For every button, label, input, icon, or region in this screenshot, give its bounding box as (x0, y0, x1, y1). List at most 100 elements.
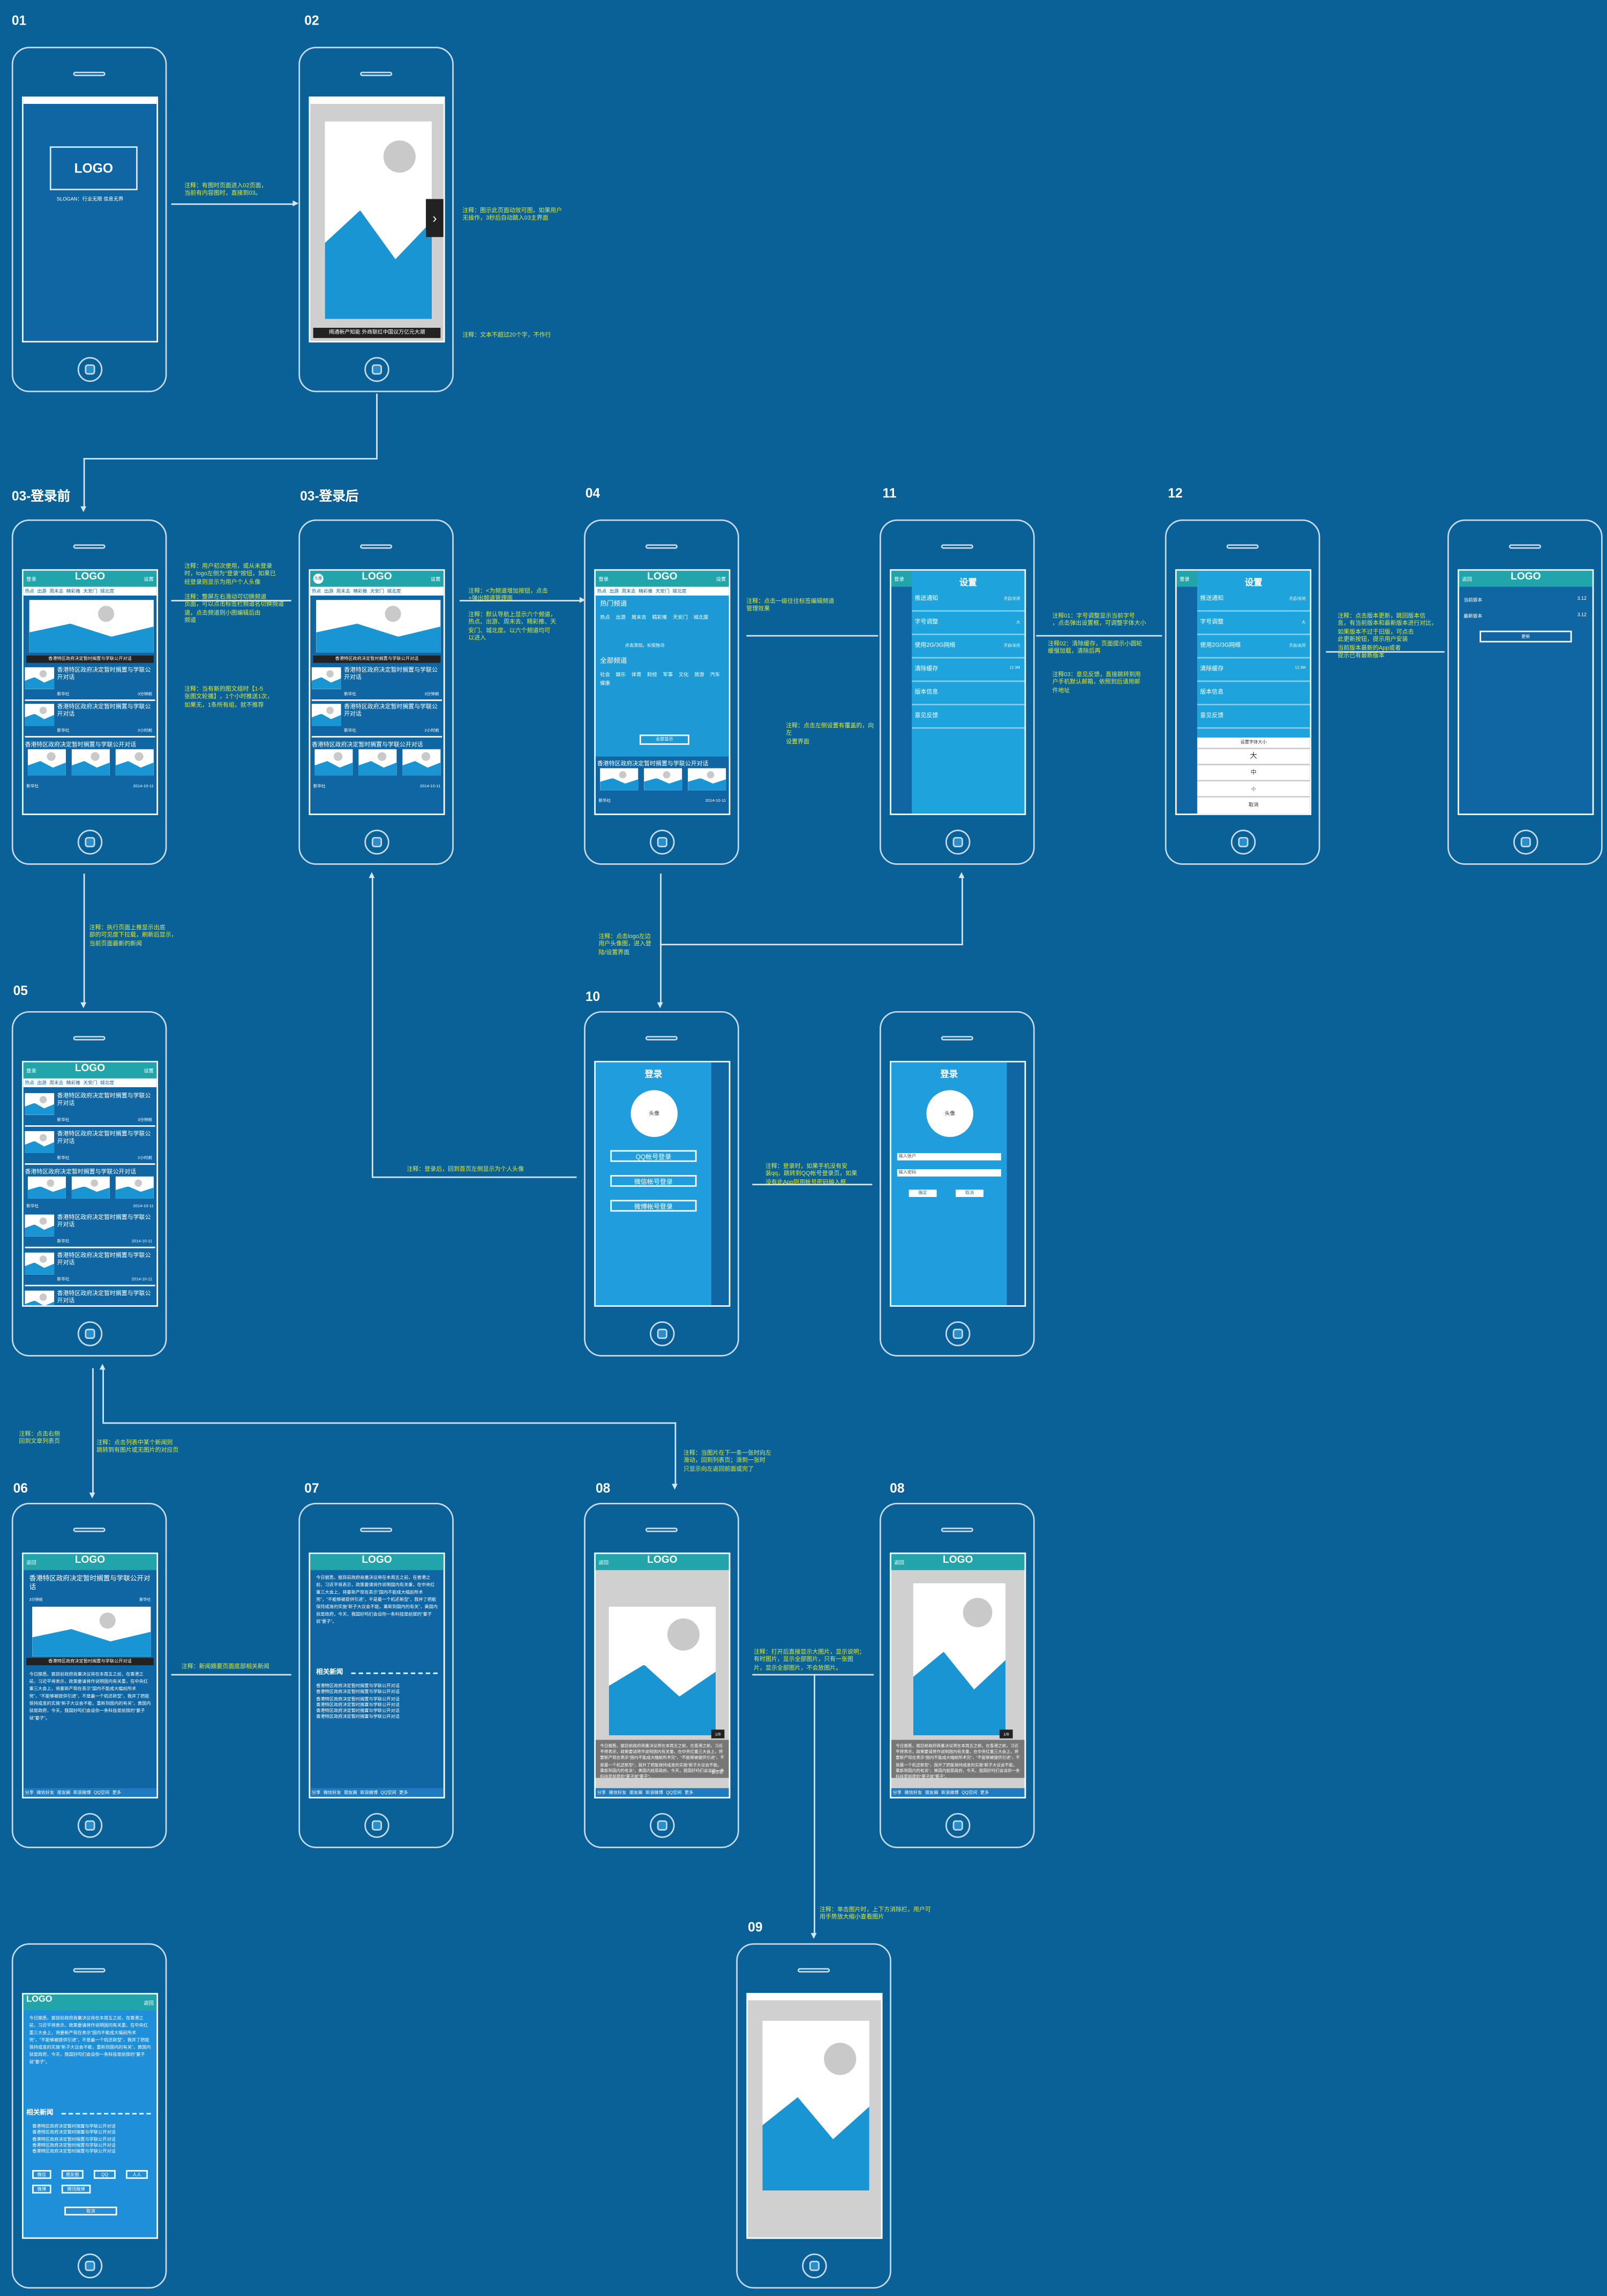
avatar[interactable]: 头像 (313, 574, 324, 584)
share-item[interactable]: QQ空间 (380, 1789, 396, 1796)
tab-channel[interactable]: 精彩推 (66, 1080, 80, 1086)
home-button[interactable] (77, 1321, 103, 1346)
share-qq-button[interactable]: QQ (93, 2170, 116, 2179)
tab-channel[interactable]: 出游 (37, 1080, 47, 1086)
share-item[interactable]: 分享 (25, 1789, 34, 1796)
share-item[interactable]: 微信好友 (36, 1789, 55, 1796)
tab-channel[interactable]: 出游 (324, 588, 334, 594)
home-button[interactable] (650, 1321, 675, 1346)
avatar[interactable]: 头像 (630, 1090, 678, 1137)
share-item[interactable]: 新浪微博 (941, 1789, 959, 1796)
channel-item[interactable]: 周末去 (631, 614, 647, 621)
share-item[interactable]: 更多 (112, 1789, 122, 1796)
related-item[interactable]: 香港特区政府决定暂时搁置与学联公开对话 (32, 2135, 116, 2142)
avatar[interactable]: 头像 (926, 1090, 973, 1137)
back-button[interactable]: 返回 (1462, 576, 1472, 583)
setting-feedback[interactable]: 意见反馈 (912, 705, 1025, 729)
gallery-image[interactable] (314, 749, 353, 776)
gallery-image[interactable] (115, 1176, 154, 1199)
login-link[interactable]: 登录 (894, 576, 904, 583)
tab-channel[interactable]: 出游 (37, 588, 47, 594)
channel-item[interactable]: 热点 (600, 614, 610, 621)
tab-channel[interactable]: 周末去 (49, 588, 64, 594)
share-item[interactable]: 更多 (399, 1789, 408, 1796)
gallery-image[interactable] (644, 768, 682, 791)
share-item[interactable]: QQ空间 (962, 1789, 978, 1796)
channel-item[interactable]: 天安门 (673, 614, 688, 621)
qq-login-button[interactable]: QQ帐号登录 (610, 1150, 697, 1162)
channel-item[interactable]: 体育 (631, 672, 642, 678)
gallery-image[interactable] (358, 749, 397, 776)
setting-version[interactable]: 版本信息 (912, 682, 1025, 705)
tab-channel[interactable]: 天安门 (370, 588, 385, 594)
share-item[interactable]: 朋友圈 (629, 1789, 643, 1796)
tab-channel[interactable]: 精彩推 (639, 588, 653, 594)
font-option-large[interactable]: 大 (1197, 749, 1310, 765)
news-row[interactable]: 香港特区政府决定暂时搁置与学联公开对话 (25, 1288, 155, 1306)
share-item[interactable]: 微信好友 (323, 1789, 341, 1796)
share-item[interactable]: 分享 (892, 1789, 902, 1796)
home-button[interactable] (1513, 830, 1538, 855)
channel-item[interactable]: 出游 (615, 614, 626, 621)
weibo-login-button[interactable]: 微博帐号登录 (610, 1200, 697, 1212)
tab-channel[interactable]: 周末去 (336, 588, 350, 594)
photo-image[interactable] (762, 2021, 869, 2191)
gallery-image[interactable] (600, 768, 639, 791)
home-button[interactable] (1230, 830, 1256, 855)
home-button[interactable] (945, 1813, 971, 1838)
share-item[interactable]: 新浪微博 (360, 1789, 378, 1796)
back-button[interactable]: 返回 (894, 1560, 904, 1566)
channel-item[interactable]: 健康 (600, 680, 610, 687)
banner-image[interactable] (316, 600, 441, 653)
photo-image[interactable] (609, 1606, 716, 1736)
share-wechat-button[interactable]: 微信 (32, 2170, 51, 2179)
back-button[interactable]: 返回 (144, 2000, 154, 2006)
share-item[interactable]: 新浪微博 (73, 1789, 91, 1796)
gallery-image[interactable] (71, 1176, 110, 1199)
tab-channel[interactable]: 天安门 (83, 588, 97, 594)
related-item[interactable]: 香港特区政府决定暂时搁置与学联公开对话 (316, 1695, 400, 1702)
tab-channel[interactable]: 出游 (609, 588, 619, 594)
related-item[interactable]: 香港特区政府决定暂时搁置与学联公开对话 (316, 1714, 400, 1720)
tab-channel[interactable]: 周末去 (621, 588, 636, 594)
login-link[interactable]: 登录 (26, 1068, 36, 1074)
channel-item[interactable]: 旅游 (694, 672, 704, 678)
channel-item[interactable]: 财经 (647, 672, 657, 678)
gallery-image[interactable] (115, 749, 154, 776)
share-item[interactable]: 新浪微博 (645, 1789, 663, 1796)
login-link[interactable]: 登录 (26, 576, 36, 583)
tab-channel[interactable]: 热点 (25, 588, 34, 594)
gallery-image[interactable] (27, 1176, 66, 1199)
related-item[interactable]: 香港特区政府决定暂时搁置与学联公开对话 (316, 1689, 400, 1695)
tab-channel[interactable]: 天安门 (83, 1080, 97, 1086)
share-item[interactable]: QQ空间 (666, 1789, 682, 1796)
share-item[interactable]: 朋友圈 (344, 1789, 357, 1796)
share-renren-button[interactable]: 人人 (125, 2170, 148, 2179)
home-button[interactable] (650, 830, 675, 855)
related-item[interactable]: 香港特区政府决定暂时搁置与学联公开对话 (32, 2142, 116, 2148)
back-button[interactable]: 返回 (26, 1560, 36, 1566)
username-field[interactable]: 输入账户 (897, 1153, 1001, 1161)
home-button[interactable] (77, 357, 103, 382)
tab-channel[interactable]: 城北度 (387, 588, 401, 594)
home-button[interactable] (77, 2253, 103, 2279)
home-button[interactable] (364, 830, 389, 855)
settings-link[interactable]: 设置 (144, 1068, 154, 1074)
home-button[interactable] (945, 1321, 971, 1346)
photo-image[interactable] (913, 1583, 1006, 1736)
channel-item[interactable]: 军事 (663, 672, 673, 678)
tab-channel[interactable]: 热点 (597, 588, 607, 594)
channel-item[interactable]: 精彩推 (652, 614, 667, 621)
tab-channel[interactable]: 周末去 (49, 1080, 64, 1086)
setting-version[interactable]: 版本信息 (1197, 682, 1310, 705)
settings-link[interactable]: 设置 (430, 576, 441, 583)
login-cancel-button[interactable]: 取消 (956, 1190, 984, 1197)
font-option-medium[interactable]: 中 (1197, 765, 1310, 781)
share-item[interactable]: 分享 (597, 1789, 606, 1796)
